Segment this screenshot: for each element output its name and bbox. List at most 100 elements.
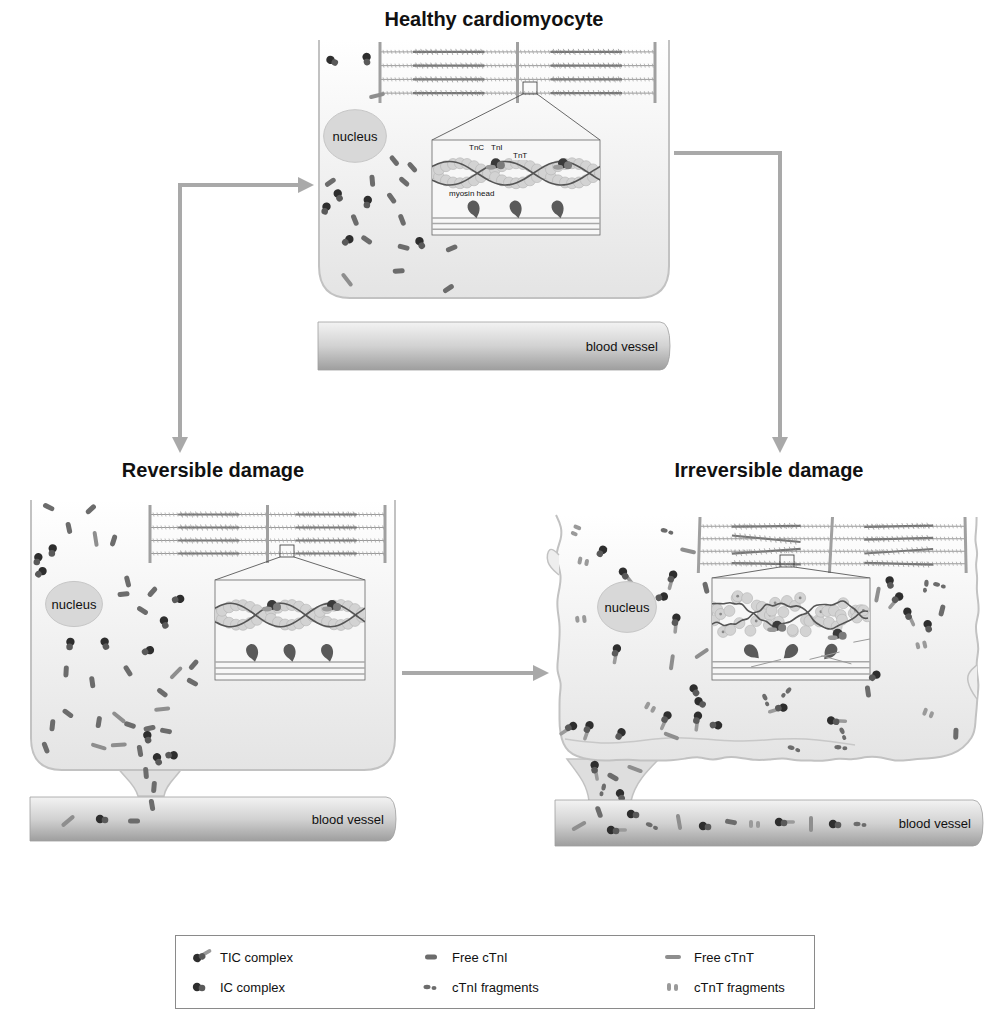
tni-part bbox=[331, 58, 339, 66]
ctni-fragment bbox=[599, 791, 604, 797]
myosin-tick bbox=[186, 512, 188, 518]
free-ctnt bbox=[809, 816, 813, 832]
myosin-tick bbox=[476, 49, 478, 55]
protein-fragi bbox=[780, 686, 792, 699]
actin-tick bbox=[545, 64, 546, 68]
free-ctnt bbox=[341, 272, 354, 287]
ctnt-fragment bbox=[915, 642, 921, 650]
myosin-tick bbox=[927, 546, 929, 552]
actin-tick bbox=[495, 64, 496, 68]
protein-fragt bbox=[570, 524, 582, 537]
protein-rod bbox=[425, 955, 437, 960]
actin-tick bbox=[363, 552, 364, 556]
protein-rod bbox=[123, 664, 134, 677]
protein-rodt bbox=[874, 586, 881, 602]
myosin-tick bbox=[739, 550, 741, 556]
myosin-tick bbox=[558, 63, 560, 69]
actin-tick bbox=[491, 64, 492, 68]
myosin-tick bbox=[917, 561, 919, 567]
protein-tic bbox=[775, 818, 795, 827]
z-line bbox=[384, 505, 387, 563]
protein-rod bbox=[953, 728, 958, 740]
protein-rod bbox=[442, 283, 455, 294]
thick-filament bbox=[432, 223, 600, 225]
myosin-tick bbox=[583, 63, 585, 69]
troponin-complex bbox=[828, 629, 847, 640]
actin-tick bbox=[503, 77, 504, 81]
myosin-tick bbox=[618, 63, 620, 69]
tni-part bbox=[613, 828, 620, 835]
nucleus-shape bbox=[324, 110, 387, 163]
actin-tick bbox=[852, 537, 853, 541]
actin-tick bbox=[844, 537, 845, 541]
cell-body bbox=[319, 40, 669, 298]
actin-tick bbox=[804, 524, 805, 528]
legend-label: IC complex bbox=[220, 980, 285, 995]
actin-tick bbox=[956, 549, 957, 553]
myosin-tick bbox=[603, 49, 605, 55]
actin-tick bbox=[549, 91, 550, 95]
myosin-tick bbox=[784, 537, 787, 543]
tropomyosin bbox=[712, 603, 868, 629]
protein-ic bbox=[171, 593, 186, 605]
protein-tic bbox=[557, 720, 579, 738]
nucleus-node: nucleus bbox=[597, 580, 657, 634]
zoom-line bbox=[432, 94, 523, 140]
bead-dot bbox=[722, 631, 725, 634]
myosin-tick bbox=[568, 90, 570, 96]
free-ctni bbox=[123, 664, 134, 677]
tni-part bbox=[591, 766, 599, 774]
protein-rodt bbox=[369, 92, 385, 100]
actin-tick bbox=[271, 526, 272, 530]
tni-part bbox=[141, 647, 150, 656]
actin-tick bbox=[648, 64, 649, 68]
myosin-tick bbox=[323, 525, 325, 531]
myosin-tick bbox=[794, 546, 796, 552]
protein-rod bbox=[389, 154, 400, 166]
actin-tick bbox=[852, 549, 853, 553]
protein-rod bbox=[445, 244, 458, 253]
myosin-tick bbox=[206, 525, 208, 531]
tni-part bbox=[621, 572, 630, 581]
actin-tick bbox=[383, 50, 384, 54]
myosin-tick bbox=[446, 76, 448, 82]
actin-tick bbox=[157, 513, 158, 517]
protein-fragt bbox=[749, 820, 760, 828]
z-line bbox=[654, 42, 657, 103]
myosin-tick bbox=[421, 90, 423, 96]
troponin-t bbox=[322, 607, 332, 612]
free-ctni bbox=[89, 676, 96, 689]
free-ctni bbox=[369, 175, 375, 187]
free-ctnt bbox=[669, 654, 675, 670]
protein-tic bbox=[607, 826, 627, 835]
actin-tick bbox=[848, 549, 849, 553]
myosin-tick bbox=[181, 525, 183, 531]
myosin-tick bbox=[333, 551, 335, 557]
actin-tick bbox=[723, 537, 724, 541]
myosin-tick bbox=[593, 90, 595, 96]
myosin-tick bbox=[303, 538, 305, 544]
myosin-tick bbox=[789, 523, 791, 529]
myosin-tick bbox=[907, 535, 909, 541]
free-ctni bbox=[128, 819, 140, 824]
actin-tick bbox=[287, 552, 288, 556]
actin-tick bbox=[707, 524, 708, 528]
myosin-tick bbox=[451, 76, 453, 82]
protein-rod bbox=[41, 741, 50, 754]
z-line bbox=[149, 505, 152, 563]
myosin-tick bbox=[221, 551, 223, 557]
myosin-tick bbox=[338, 538, 340, 544]
protein-rod bbox=[117, 591, 129, 597]
protein-rodt bbox=[341, 272, 354, 287]
ctnt-fragment bbox=[749, 820, 753, 828]
actin-tick bbox=[169, 552, 170, 556]
myosin-tick bbox=[593, 63, 595, 69]
thick-filament bbox=[215, 673, 365, 675]
ctni-fragment bbox=[940, 584, 946, 589]
myosin-tick bbox=[353, 525, 355, 531]
myosin-tick bbox=[872, 536, 874, 542]
troponin-complex bbox=[322, 600, 341, 611]
myosin-tick bbox=[613, 63, 615, 69]
myosin-tick bbox=[608, 63, 610, 69]
protein-rod bbox=[386, 192, 397, 205]
